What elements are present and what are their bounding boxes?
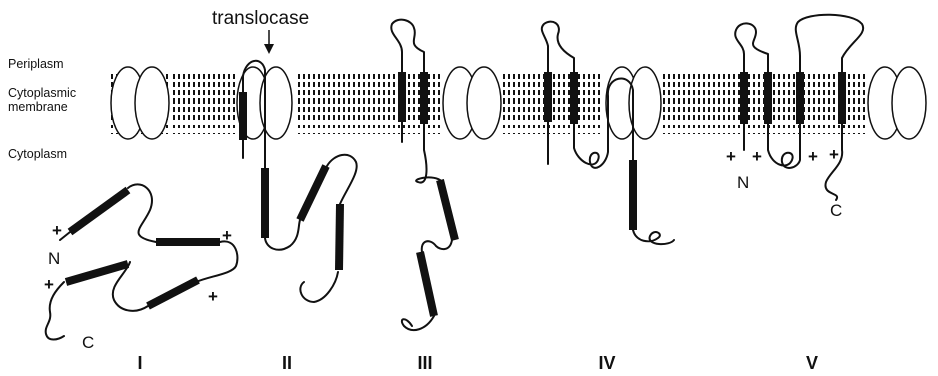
translocase-label: translocase <box>212 8 309 29</box>
charge-plus: + <box>752 147 762 166</box>
c-terminus-label: C <box>830 201 842 220</box>
charge-plus: + <box>726 147 736 166</box>
helix-segment <box>70 190 128 232</box>
charge-plus: + <box>44 275 54 294</box>
stage-label-4: IV <box>598 353 615 373</box>
translocase-arrow <box>264 30 274 54</box>
charge-plus: + <box>829 145 839 164</box>
c-terminus-label: C <box>82 333 94 352</box>
membrane-label-line2: membrane <box>8 100 68 114</box>
cytoplasm-label: Cytoplasm <box>8 147 67 161</box>
helix-segment <box>300 166 326 220</box>
periplasm-label: Periplasm <box>8 57 64 71</box>
stage-label-3: III <box>417 353 432 373</box>
charge-plus: + <box>808 147 818 166</box>
stage-label-2: II <box>282 353 292 373</box>
membrane-label-line1: Cytoplasmic <box>8 86 76 100</box>
membrane-protein-oval <box>892 67 926 139</box>
stage-3-hairpin-insertion <box>391 20 455 330</box>
helix-segment <box>420 252 434 316</box>
charge-plus: + <box>208 287 218 306</box>
membrane-protein-oval <box>135 67 169 139</box>
charge-plus: + <box>222 226 232 245</box>
stage-1-precursor: + + + + N C <box>44 184 237 352</box>
charge-plus: + <box>52 221 62 240</box>
helix-segment <box>440 180 455 240</box>
stage-label-5: V <box>806 353 818 373</box>
stage-label-1: I <box>137 353 142 373</box>
membrane-protein-oval <box>467 67 501 139</box>
helix-segment <box>148 280 198 306</box>
helix-segment <box>339 204 340 270</box>
n-terminus-label: N <box>737 173 749 192</box>
n-terminus-label: N <box>48 249 60 268</box>
